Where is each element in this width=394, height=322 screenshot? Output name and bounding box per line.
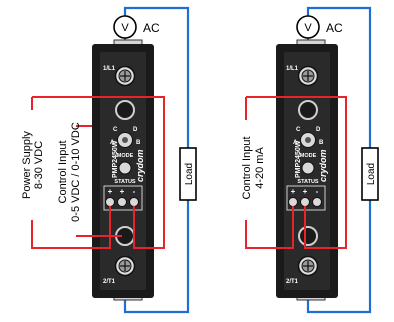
left-pin-2[interactable] bbox=[117, 197, 127, 207]
right-control-input-annotation: Control Input 4-20 mA bbox=[236, 120, 270, 220]
left-terminal-top-label: 1/L1 bbox=[103, 66, 116, 72]
left-voltmeter bbox=[113, 15, 137, 39]
right-terminal-top-label: 1/L1 bbox=[286, 66, 299, 72]
left-ac-label: AC bbox=[143, 21, 160, 35]
left-control-input-annotation: Control Input 0-5 VDC / 0-10 VDC bbox=[54, 108, 82, 238]
left-load-box bbox=[179, 147, 197, 201]
left-power-supply-wire-b bbox=[32, 96, 165, 249]
right-status-led bbox=[301, 161, 315, 175]
right-pin-symbol-1: + bbox=[291, 187, 296, 196]
right-pin-symbol-2: + bbox=[303, 187, 308, 196]
left-voltmeter-symbol: V bbox=[121, 22, 129, 34]
right-pin-1[interactable] bbox=[288, 197, 298, 207]
right-mode-label: MODE bbox=[300, 153, 317, 159]
left-ssr-device: 1/L1 C D A B MODE STATUS PMP2450W crydom… bbox=[92, 44, 154, 298]
right-dial-letter-b: B bbox=[319, 140, 324, 146]
left-dial-letter-b: B bbox=[136, 140, 141, 146]
right-pin-symbol-3: - bbox=[316, 187, 319, 196]
left-upper-knob[interactable] bbox=[115, 100, 135, 120]
right-dial-letter-a: A bbox=[293, 140, 298, 146]
right-control-input-wire-b bbox=[246, 96, 347, 249]
left-load-label: Load bbox=[184, 163, 195, 185]
right-load-box bbox=[361, 147, 379, 201]
left-pin-symbol-3: - bbox=[133, 187, 136, 196]
left-control-input-label: Control Input bbox=[57, 141, 69, 204]
right-terminal-bottom-label: 2/T1 bbox=[286, 279, 299, 285]
left-dial-letter-d: D bbox=[133, 127, 138, 133]
left-model-number: PMP2450W bbox=[112, 140, 119, 178]
left-control-input-range: 0-5 VDC / 0-10 VDC bbox=[70, 122, 82, 222]
right-control-input-range: 4-20 mA bbox=[254, 147, 266, 189]
right-model-number: PMP2450W bbox=[295, 140, 302, 178]
left-power-supply-voltage: 8-30 VDC bbox=[33, 141, 45, 189]
left-brand-logo: crydom bbox=[135, 149, 145, 182]
right-status-label: STATUS bbox=[297, 179, 319, 185]
right-dial-letter-c: C bbox=[296, 127, 301, 133]
left-pin-symbol-1: + bbox=[108, 187, 113, 196]
right-lower-knob[interactable] bbox=[298, 226, 318, 246]
right-voltmeter bbox=[296, 15, 320, 39]
left-power-supply-label: Power Supply bbox=[21, 131, 33, 199]
left-status-label: STATUS bbox=[114, 179, 136, 185]
left-dial-letter-a: A bbox=[110, 140, 115, 146]
right-pin-2[interactable] bbox=[300, 197, 310, 207]
right-control-input-label: Control Input bbox=[241, 137, 253, 200]
right-ac-label: AC bbox=[326, 21, 343, 35]
right-unit: 1/L1 C D A B MODE STATUS PMP2450W crydom… bbox=[236, 6, 379, 314]
left-status-led bbox=[118, 161, 132, 175]
right-upper-knob[interactable] bbox=[298, 100, 318, 120]
right-load-label: Load bbox=[366, 163, 377, 185]
right-dial-letter-d: D bbox=[316, 127, 321, 133]
left-pin-3[interactable] bbox=[129, 197, 139, 207]
left-mode-label: MODE bbox=[117, 153, 134, 159]
left-pin-symbol-2: + bbox=[120, 187, 125, 196]
left-pin-1[interactable] bbox=[105, 197, 115, 207]
left-unit: 1/L1 C D A B MODE STATUS PMP2450W crydom… bbox=[21, 6, 197, 314]
right-ssr-device: 1/L1 C D A B MODE STATUS PMP2450W crydom… bbox=[276, 44, 338, 298]
right-brand-logo: crydom bbox=[318, 149, 328, 182]
right-pin-3[interactable] bbox=[312, 197, 322, 207]
left-power-supply-annotation: Power Supply 8-30 VDC bbox=[21, 110, 45, 220]
left-terminal-bottom-label: 2/T1 bbox=[103, 279, 116, 285]
right-voltmeter-symbol: V bbox=[304, 22, 312, 34]
left-dial-letter-c: C bbox=[113, 127, 118, 133]
